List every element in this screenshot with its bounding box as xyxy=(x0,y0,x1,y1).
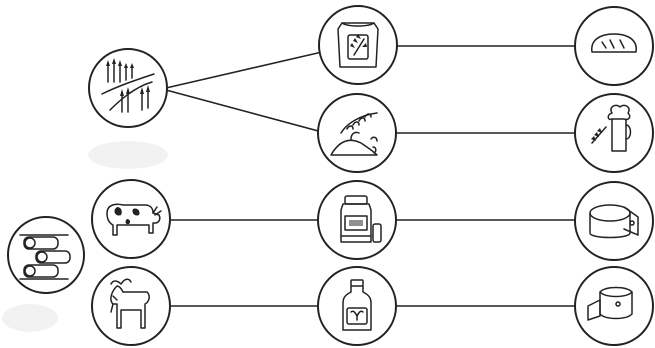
beer-icon xyxy=(591,104,632,152)
shadow-blur xyxy=(2,304,58,332)
beer-node xyxy=(574,93,654,173)
milk-churn-icon xyxy=(340,195,382,243)
bread-icon xyxy=(591,33,637,53)
wheat-field-node xyxy=(88,48,168,128)
goat-milk-bottle-icon xyxy=(342,279,372,331)
goat-cheese-icon xyxy=(587,286,633,321)
shadow-blur xyxy=(88,141,168,169)
cheese-wheel-node xyxy=(574,181,654,261)
cow-icon xyxy=(106,203,162,236)
goat-cheese-node xyxy=(574,266,654,346)
flour-sack-node xyxy=(318,5,398,85)
wheat-field-icon xyxy=(101,58,155,113)
goat-node xyxy=(91,266,171,346)
cow-node xyxy=(91,179,171,259)
grain-pile-node xyxy=(317,93,397,173)
bread-node xyxy=(574,6,654,86)
cheese-wheel-icon xyxy=(589,204,639,239)
hay-bales-node xyxy=(7,216,85,294)
edge-wheat-field-grain-pile xyxy=(165,89,323,133)
flour-sack-icon xyxy=(337,22,379,68)
grain-pile-icon xyxy=(330,112,378,156)
goat-milk-bottle-node xyxy=(317,266,397,346)
milk-churn-node xyxy=(317,180,397,260)
goat-icon xyxy=(110,278,150,329)
hay-bales-icon xyxy=(19,234,71,280)
edges xyxy=(165,45,578,307)
edge-wheat-field-flour-sack xyxy=(165,51,323,89)
